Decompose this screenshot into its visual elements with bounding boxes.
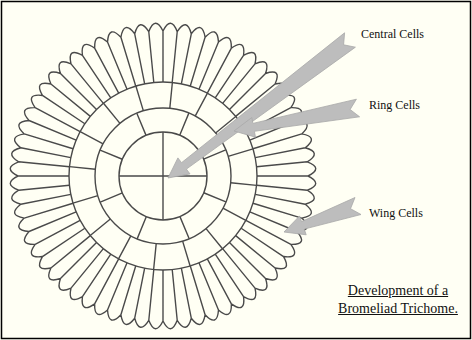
- part-label: Central Cells: [361, 27, 424, 41]
- pointer-arrows: [168, 33, 361, 235]
- part-label: Wing Cells: [369, 206, 423, 220]
- pointer-arrow: [168, 33, 355, 178]
- outer-ring-walls: [69, 82, 256, 269]
- inner-ring-walls: [100, 113, 226, 239]
- wing-base-ring: [69, 82, 257, 270]
- trichome-cells: [10, 23, 315, 328]
- pointer-arrow: [284, 198, 361, 235]
- part-label: Ring Cells: [369, 98, 420, 112]
- ring-divider: [95, 108, 231, 244]
- pointer-arrow: [234, 99, 360, 137]
- caption: Development of a Bromeliad Trichome.: [330, 282, 466, 317]
- wing-cell-outlines: [10, 23, 315, 328]
- central-cell-walls: [119, 132, 207, 220]
- central-boundary: [119, 132, 207, 220]
